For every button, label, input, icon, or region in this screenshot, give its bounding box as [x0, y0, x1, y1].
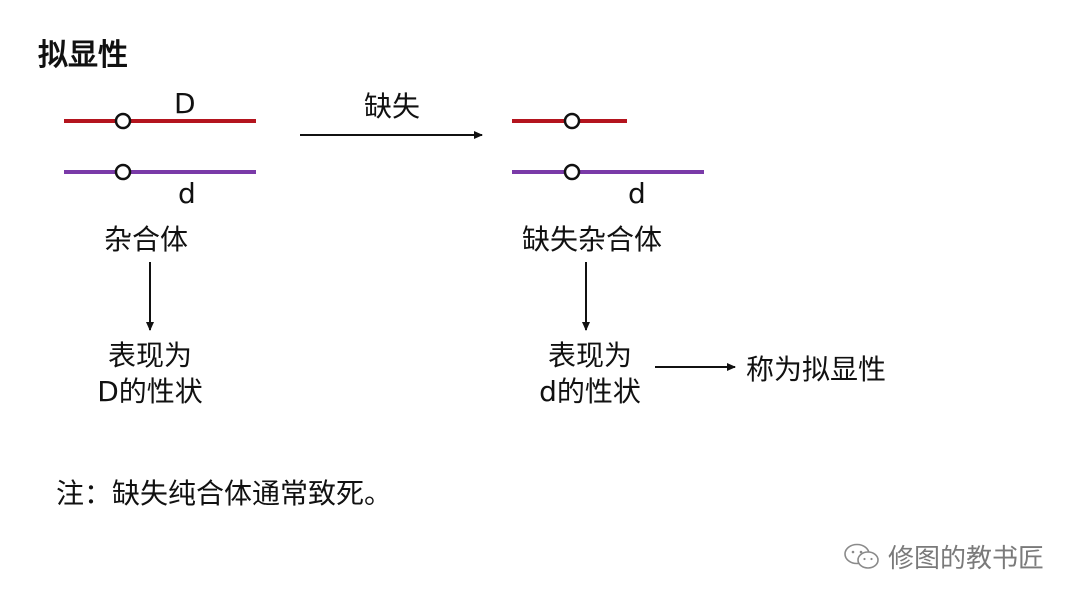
right-top-centromere: [563, 112, 581, 130]
left-top-centromere: [114, 112, 132, 130]
allele-label-D: D: [174, 87, 196, 120]
right-phenotype-line2: d的性状: [539, 375, 641, 408]
wechat-icon: [844, 543, 879, 569]
heterozygote-label: 杂合体: [104, 223, 189, 256]
allele-label-d-right: d: [628, 177, 646, 210]
left-phenotype-line1: 表现为: [107, 339, 192, 372]
watermark: 修图的教书匠: [842, 538, 1044, 575]
deletion-heterozygote-label: 缺失杂合体: [522, 223, 663, 256]
allele-label-d-left: d: [178, 177, 196, 210]
left-bottom-centromere: [114, 163, 132, 181]
left-phenotype-line2: D的性状: [97, 375, 203, 408]
footnote: 注：缺失纯合体通常致死。: [56, 477, 393, 510]
page-title: 拟显性: [38, 38, 128, 73]
right-bottom-centromere: [563, 163, 581, 181]
right-phenotype: 表现为 d的性状: [520, 338, 660, 410]
deletion-label: 缺失: [364, 90, 421, 123]
pseudodominance-label: 称为拟显性: [746, 353, 887, 386]
right-phenotype-line1: 表现为: [547, 339, 632, 372]
left-phenotype: 表现为 D的性状: [80, 338, 220, 410]
watermark-text: 修图的教书匠: [887, 544, 1044, 574]
